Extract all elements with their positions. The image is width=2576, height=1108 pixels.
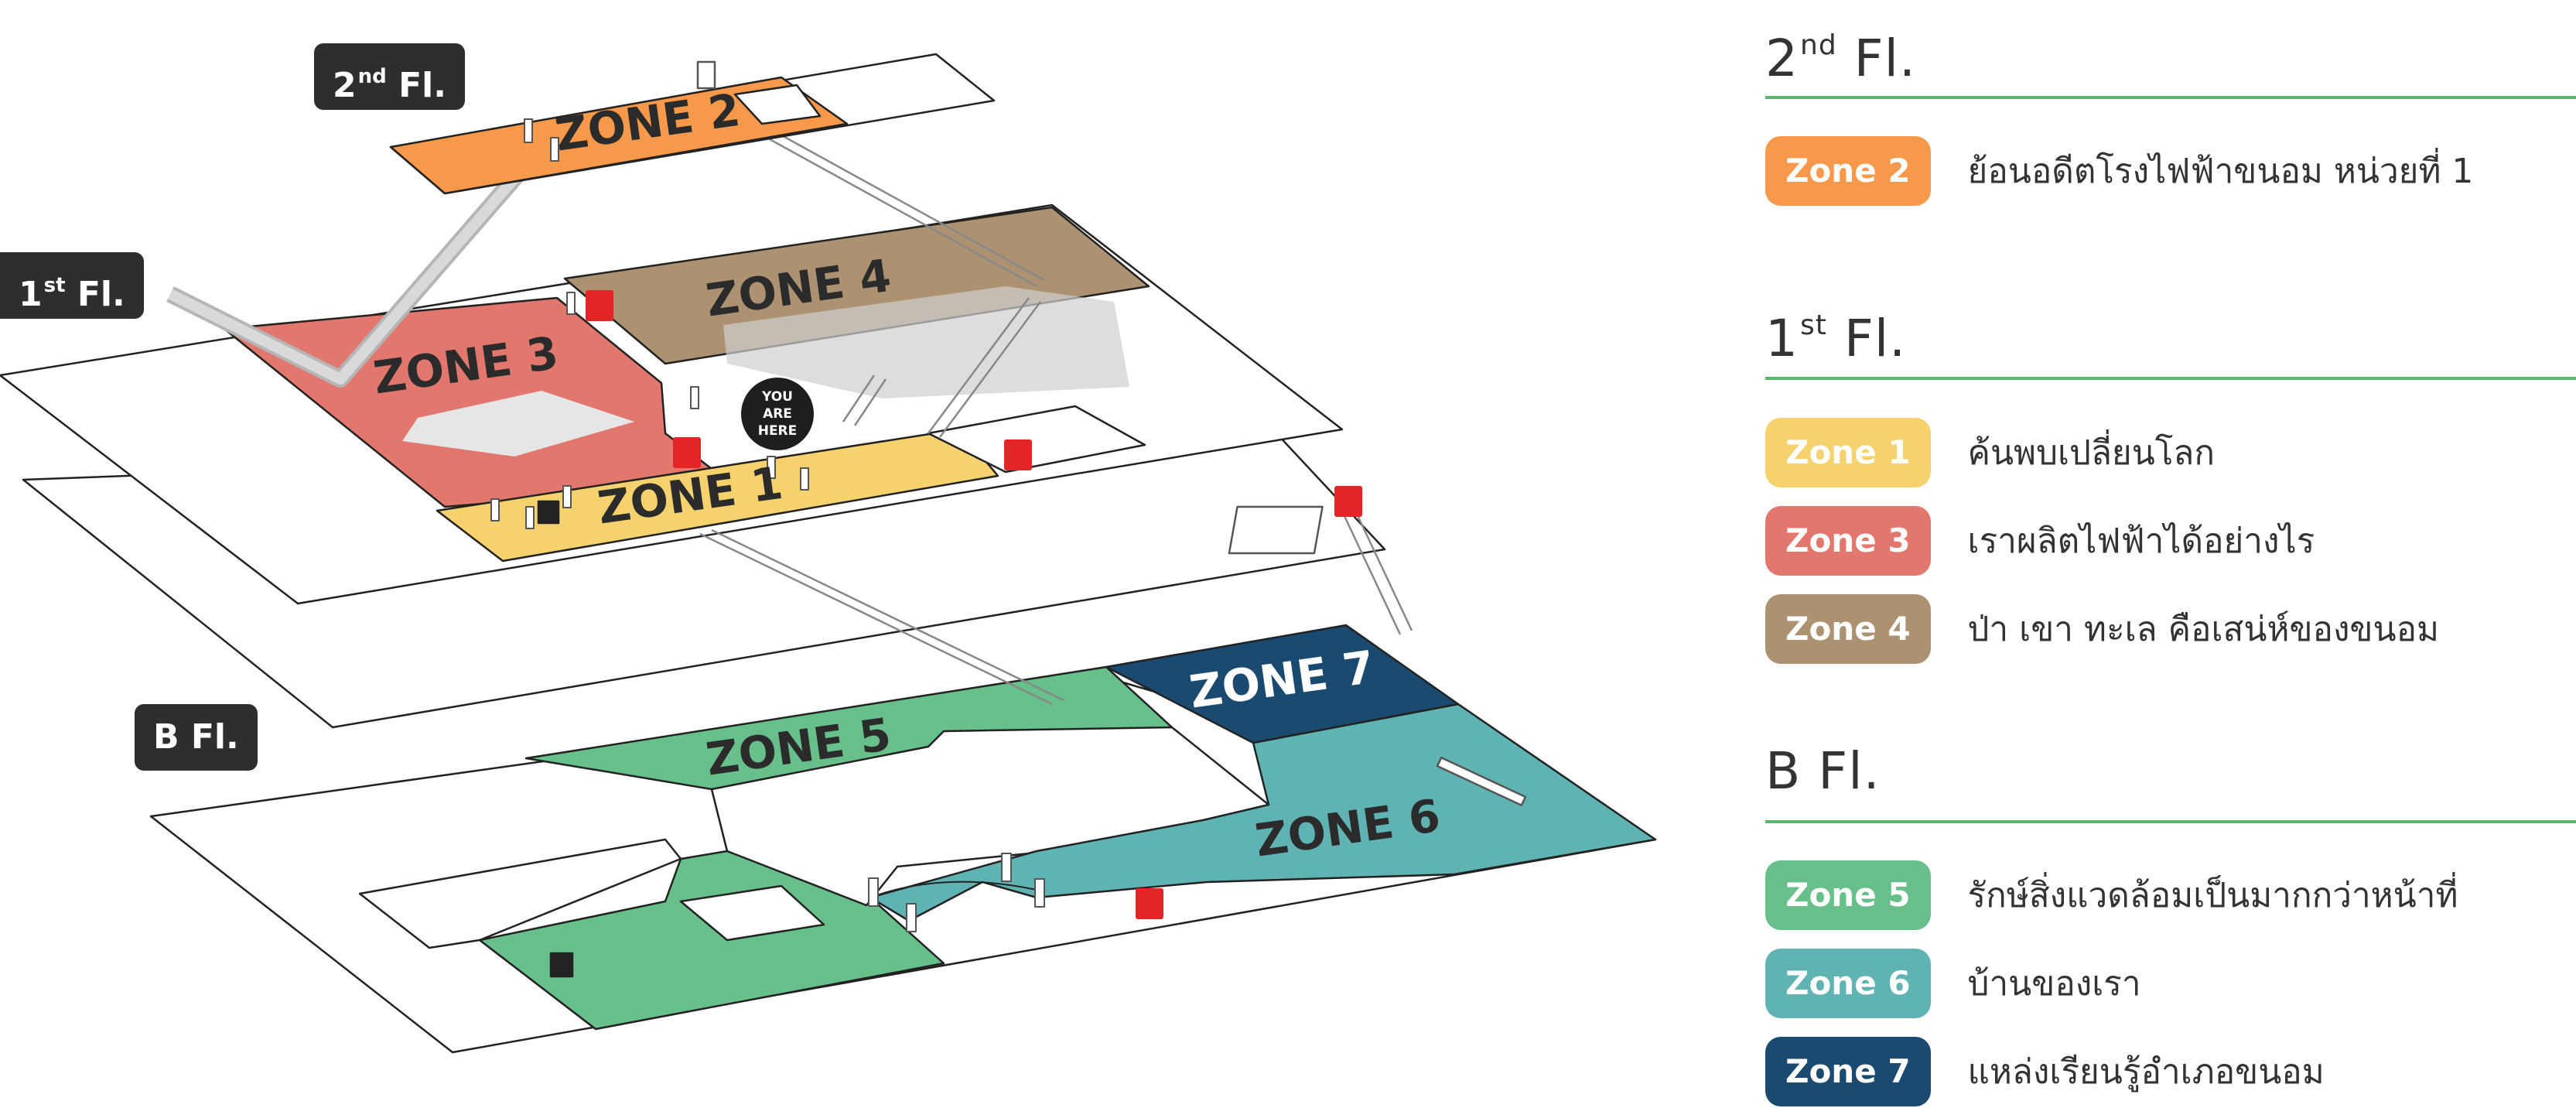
legend-divider	[1765, 96, 2576, 99]
legend-item-zone-4[interactable]: Zone 4 ป่า เขา ทะเล คือเสน่ห์ของขนอม	[1765, 594, 2439, 664]
zone-7-description: แหล่งเรียนรู้อำเภอขนอม	[1967, 1052, 2325, 1092]
legend-item-zone-6[interactable]: Zone 6 บ้านของเรา	[1765, 949, 2141, 1018]
zone-4-badge: Zone 4	[1765, 594, 1931, 664]
staircase	[699, 132, 1413, 706]
zone-1-description: ค้นพบเปลี่ยนโลก	[1967, 433, 2216, 473]
zone-7-badge: Zone 7	[1765, 1037, 1931, 1106]
zone-5-description: รักษ์สิ่งแวดล้อมเป็นมากกว่าหน้าที่	[1967, 876, 2458, 915]
zone-7-area[interactable]	[1105, 624, 1460, 744]
zone-2-description: ย้อนอดีตโรงไฟฟ้าขนอม หน่วยที่ 1	[1967, 152, 2474, 191]
legend-item-zone-7[interactable]: Zone 7 แหล่งเรียนรู้อำเภอขนอม	[1765, 1037, 2325, 1106]
floor-map: ZONE 2 ZONE 4 ZONE 3 ZONE 1 ZONE 5 ZONE …	[0, 53, 1657, 1054]
zone-3-area[interactable]	[223, 296, 733, 508]
legend-divider	[1765, 377, 2576, 380]
basement-walkway-curve	[869, 881, 1037, 898]
svg-text:ARE: ARE	[763, 406, 792, 422]
zone-legend: 2nd Fl. Zone 2 ย้อนอดีตโรงไฟฟ้าขนอม หน่ว…	[1765, 0, 2576, 1108]
zone-4-area[interactable]	[563, 206, 1150, 365]
second-floor-void	[733, 84, 822, 125]
zone-6-badge: Zone 6	[1765, 949, 1931, 1018]
floor-tag-basement: B Fl.	[135, 704, 258, 771]
legend-item-zone-5[interactable]: Zone 5 รักษ์สิ่งแวดล้อมเป็นมากกว่าหน้าที…	[1765, 860, 2458, 930]
svg-text:YOU: YOU	[761, 389, 793, 405]
legend-divider	[1765, 820, 2576, 823]
floor-tag-2nd: 2nd Fl.	[314, 43, 465, 110]
zone-6-description: บ้านของเรา	[1967, 964, 2141, 1004]
legend-heading-basement: B Fl.	[1765, 741, 1881, 801]
zone-1-badge: Zone 1	[1765, 418, 1931, 487]
svg-text:HERE: HERE	[758, 423, 798, 439]
first-floor-room	[927, 405, 1146, 474]
zone-5-badge: Zone 5	[1765, 860, 1931, 930]
basement-inner-room	[358, 838, 682, 949]
floor-tag-1st: 1st Fl.	[0, 252, 144, 319]
zone-2-badge: Zone 2	[1765, 136, 1931, 206]
basement-elevator-icon	[549, 952, 574, 978]
first-floor-elevator-icon	[537, 500, 560, 525]
basement-inner-room-2	[679, 884, 825, 942]
legend-item-zone-2[interactable]: Zone 2 ย้อนอดีตโรงไฟฟ้าขนอม หน่วยที่ 1	[1765, 136, 2473, 206]
zone-2-area[interactable]	[389, 76, 849, 195]
legend-item-zone-1[interactable]: Zone 1 ค้นพบเปลี่ยนโลก	[1765, 418, 2215, 487]
zone-4-shadow	[723, 286, 1129, 398]
fire-extinguisher-signs	[586, 290, 1362, 919]
zone-3-badge: Zone 3	[1765, 506, 1931, 576]
zone-3-exhibit-floor	[402, 391, 634, 457]
zone-1-area[interactable]	[436, 428, 999, 563]
legend-item-zone-3[interactable]: Zone 3 เราผลิตไฟฟ้าได้อย่างไร	[1765, 506, 2315, 576]
you-are-here-marker: YOU ARE HERE	[741, 378, 814, 450]
legend-heading-1st: 1st Fl.	[1765, 309, 1907, 368]
zone-4-description: ป่า เขา ทะเล คือเสน่ห์ของขนอม	[1967, 610, 2440, 649]
zone-3-description: เราผลิตไฟฟ้าได้อย่างไร	[1967, 522, 2315, 561]
legend-heading-2nd: 2nd Fl.	[1765, 29, 1916, 88]
